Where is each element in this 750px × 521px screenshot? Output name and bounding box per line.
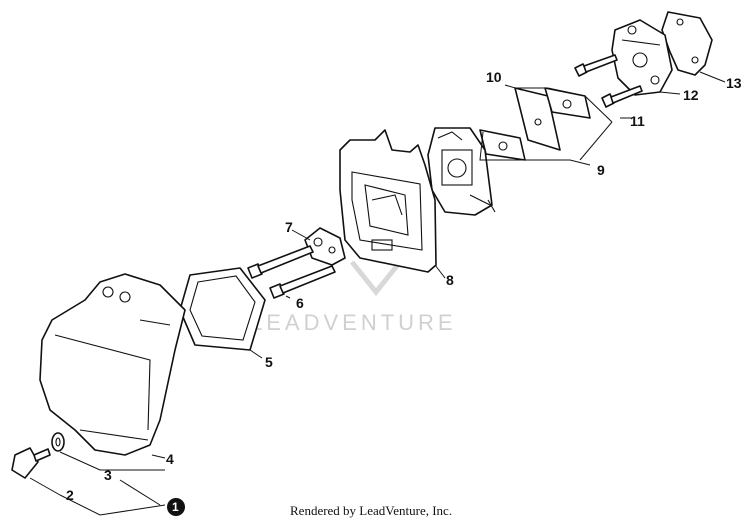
part-12-adapter[interactable] <box>611 19 673 96</box>
part-7-spacer[interactable] <box>304 227 346 266</box>
callout-9[interactable]: 9 <box>597 162 605 178</box>
carburetor[interactable] <box>427 127 496 216</box>
callouts: 10 9 11 12 13 7 8 6 5 4 3 2 <box>66 69 742 503</box>
part-12-bolt[interactable] <box>574 54 618 77</box>
callout-11[interactable]: 11 <box>630 113 645 129</box>
leader-lines <box>29 71 726 516</box>
callout-7[interactable]: 7 <box>285 219 293 235</box>
watermark-text: LEADVENTURE <box>250 310 457 335</box>
part-8-filter-housing[interactable] <box>339 129 437 273</box>
part-4-filter-cover[interactable] <box>39 273 186 456</box>
callout-6[interactable]: 6 <box>296 295 304 311</box>
part-3-washer[interactable] <box>51 432 65 452</box>
callout-5[interactable]: 5 <box>265 354 273 370</box>
callout-1-badge[interactable]: 1 <box>167 498 185 516</box>
callout-2[interactable]: 2 <box>66 487 74 503</box>
callout-10[interactable]: 10 <box>486 69 502 85</box>
part-2-knob[interactable] <box>11 447 51 479</box>
callout-3[interactable]: 3 <box>104 467 112 483</box>
callout-1[interactable]: 1 <box>172 500 179 514</box>
part-11-bolt[interactable] <box>601 85 643 108</box>
callout-13[interactable]: 13 <box>726 75 742 91</box>
part-6-bolts[interactable] <box>247 245 336 299</box>
part-5-filter-gasket[interactable] <box>179 267 266 351</box>
callout-8[interactable]: 8 <box>446 272 454 288</box>
callout-12[interactable]: 12 <box>683 87 699 103</box>
callout-4[interactable]: 4 <box>166 451 174 467</box>
footer-credit: Rendered by LeadVenture, Inc. <box>290 503 452 518</box>
watermark: LEADVENTURE <box>250 260 457 335</box>
